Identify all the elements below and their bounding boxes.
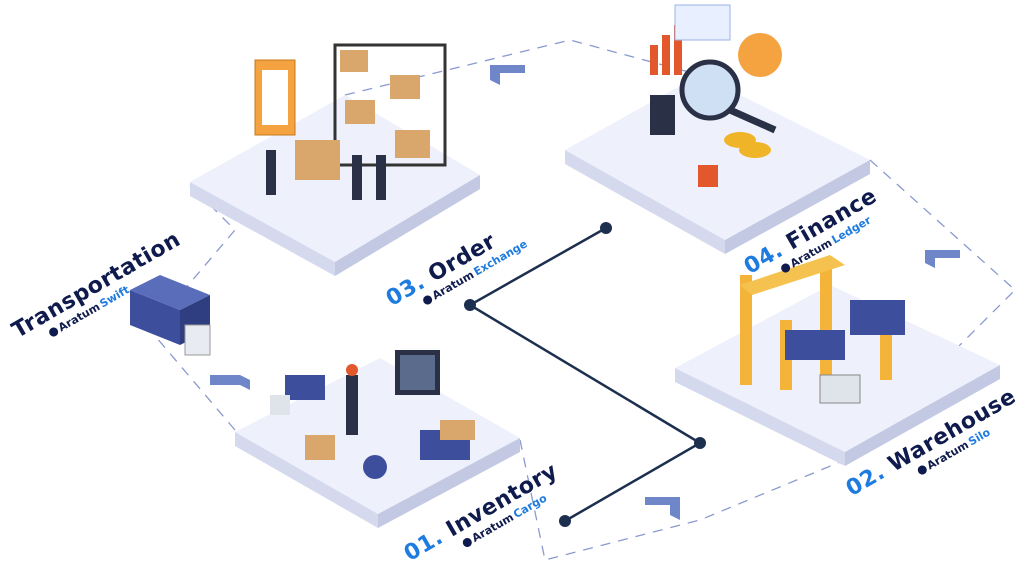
transportation-truck	[130, 275, 211, 356]
timeline-node	[694, 437, 706, 449]
warehouse-illustration	[740, 255, 905, 404]
timeline	[464, 222, 706, 527]
platform-finance	[565, 75, 870, 254]
direction-arrow-icon	[645, 497, 680, 520]
timeline-node	[464, 299, 476, 311]
timeline-node	[559, 515, 571, 527]
finance-illustration	[650, 4, 782, 187]
order-illustration	[254, 43, 447, 200]
platform-warehouse	[675, 285, 1000, 466]
timeline-node	[600, 222, 612, 234]
direction-arrow-icon	[490, 65, 525, 85]
direction-arrow-icon	[210, 375, 250, 390]
inventory-illustration	[270, 350, 475, 479]
direction-arrow-icon	[925, 250, 960, 268]
